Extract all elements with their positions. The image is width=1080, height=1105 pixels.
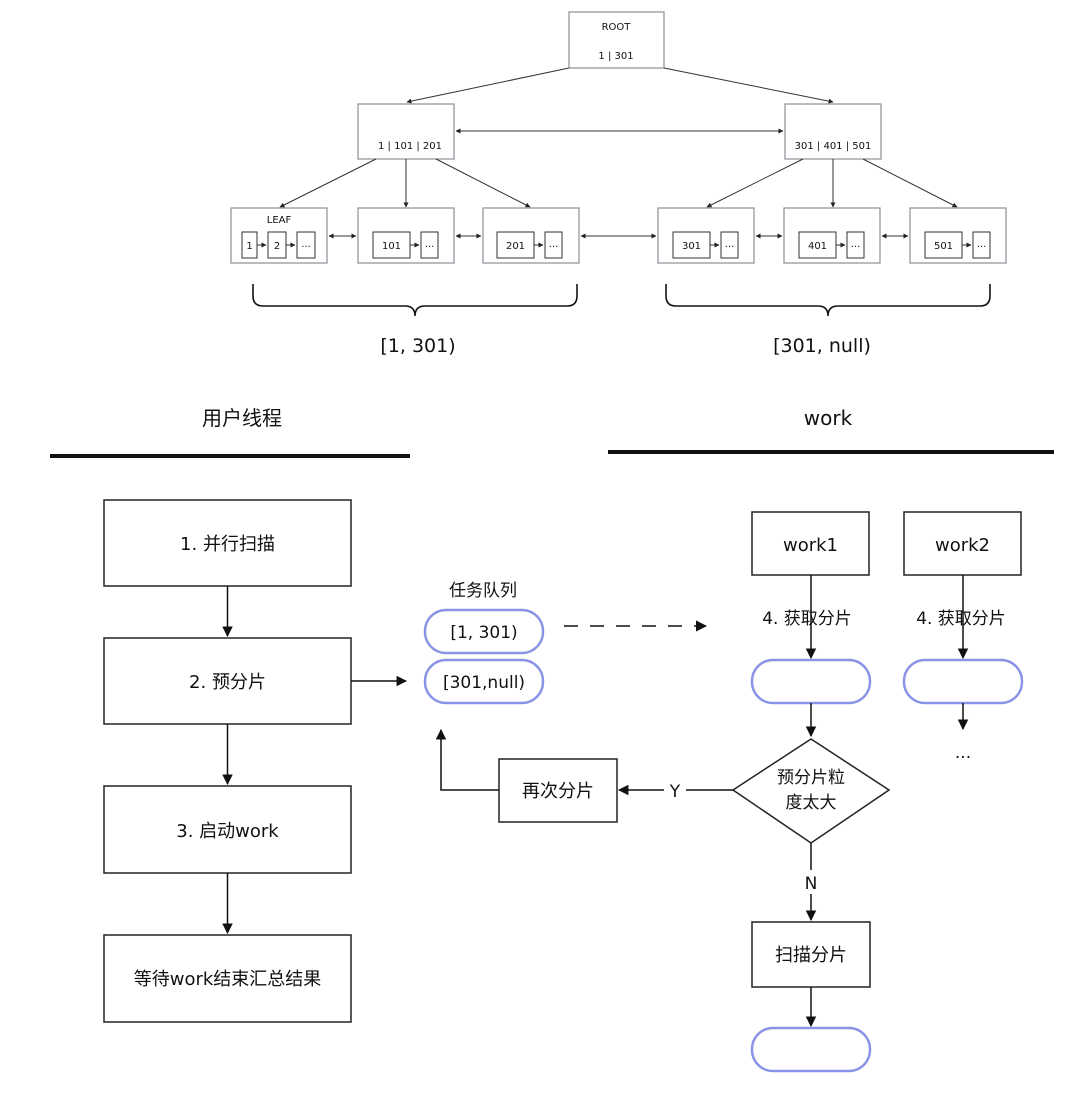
queue-item-label: [1, 301): [450, 623, 517, 643]
leaf-cell: 501: [934, 241, 953, 252]
decision-line1: 预分片粒: [777, 768, 845, 788]
step-wait-aggregate-label: 等待work结束汇总结果: [134, 969, 322, 990]
leaf-label: LEAF: [267, 215, 292, 226]
leaf-cell: ...: [301, 239, 311, 250]
work1-flow: work1 4. 获取分片 预分片粒 度太大 Y 再次分片 N 扫描分片: [435, 511, 891, 1073]
range-label-left: [1, 301): [380, 335, 455, 357]
queue-item: [423, 658, 545, 705]
decision-line2: 度太大: [786, 793, 837, 813]
yes-label-bg: [664, 778, 686, 802]
internal-node-left: 1 | 101 | 201: [357, 103, 455, 160]
work1-fetch-label: 4. 获取分片: [762, 609, 852, 629]
internal-to-leaf-arrow: [279, 158, 377, 208]
task-queue: 任务队列 [1, 301) [301,null): [423, 581, 708, 705]
internal-right-keys: 301 | 401 | 501: [795, 141, 872, 152]
range-label-right: [301, null): [773, 335, 871, 357]
lane-title-work: work: [804, 406, 853, 430]
queue-item: [423, 608, 545, 655]
step-parallel-scan-label: 1. 并行扫描: [180, 534, 275, 555]
step-pre-split: 2. 预分片: [103, 637, 352, 725]
range-brace-right: [665, 284, 991, 317]
leaf-node-3: 201 ...: [482, 207, 580, 264]
leaf-cell: ...: [977, 239, 987, 250]
work2-continuation: ...: [955, 743, 971, 763]
leaf-cell: 401: [808, 241, 827, 252]
leaf-cell: ...: [851, 239, 861, 250]
leaf-cell: ...: [425, 239, 435, 250]
work1-box: [751, 511, 870, 576]
step-wait-aggregate: 等待work结束汇总结果: [103, 934, 352, 1023]
root-to-right-arrow: [663, 67, 834, 104]
work2-fetch-label: 4. 获取分片: [916, 609, 1006, 629]
work1-label: work1: [783, 535, 838, 556]
leaf-cell: 201: [506, 241, 525, 252]
step-start-work-label: 3. 启动work: [176, 821, 279, 842]
scan-shard-label: 扫描分片: [775, 945, 847, 966]
internal-to-leaf-arrow: [706, 158, 804, 208]
work1-result-slot: [750, 1026, 872, 1073]
decision-diamond: [731, 738, 891, 844]
leaf-node-6: 501 ...: [909, 207, 1007, 264]
leaf-node-5: 401 ...: [783, 207, 881, 264]
leaf-cell: 1: [246, 241, 252, 252]
work2-flow: work2 4. 获取分片 ...: [902, 511, 1024, 763]
resplit-label: 再次分片: [522, 781, 594, 802]
no-label: N: [805, 874, 818, 894]
scan-shard-box: [751, 921, 871, 988]
step-start-work: 3. 启动work: [103, 785, 352, 874]
task-queue-title: 任务队列: [449, 581, 517, 601]
no-label-bg: [800, 870, 822, 894]
internal-to-leaf-arrow: [435, 158, 531, 208]
leaf-cell: ...: [549, 239, 559, 250]
work2-box: [903, 511, 1022, 576]
internal-left-keys: 1 | 101 | 201: [378, 141, 442, 152]
resplit-box: [498, 758, 618, 823]
yes-label: Y: [669, 782, 681, 802]
root-node: ROOT 1 | 301: [568, 11, 665, 69]
leaf-cell: 101: [382, 241, 401, 252]
bplus-tree: ROOT 1 | 301 1 | 101 | 201 301 | 401 | 5…: [230, 11, 1007, 357]
leaf-cell: 301: [682, 241, 701, 252]
leaf-cell: 2: [274, 241, 280, 252]
internal-to-leaf-arrow: [862, 158, 958, 208]
work1-shard-slot: [750, 658, 872, 705]
internal-node-right: 301 | 401 | 501: [784, 103, 882, 160]
leaf-node-1: LEAF 1 2 ...: [230, 207, 328, 264]
root-keys: 1 | 301: [598, 51, 633, 62]
work2-label: work2: [935, 535, 990, 556]
range-brace-left: [252, 284, 578, 317]
resplit-to-queue-arrow: [435, 728, 499, 791]
step-pre-split-label: 2. 预分片: [189, 672, 266, 693]
work2-shard-slot: [902, 658, 1024, 705]
leaf-node-2: 101 ...: [357, 207, 455, 264]
leaf-cell: ...: [725, 239, 735, 250]
queue-item-label: [301,null): [443, 673, 525, 693]
lane-title-user-thread: 用户线程: [202, 406, 282, 430]
leaf-node-4: 301 ...: [657, 207, 755, 264]
user-thread-flow: 1. 并行扫描 2. 预分片 3. 启动work 等待work结束汇总结果: [103, 499, 408, 1023]
root-to-left-arrow: [406, 67, 570, 104]
step-parallel-scan: 1. 并行扫描: [103, 499, 352, 587]
lane-headers: 用户线程 work: [50, 406, 1054, 458]
root-title: ROOT: [602, 22, 632, 33]
